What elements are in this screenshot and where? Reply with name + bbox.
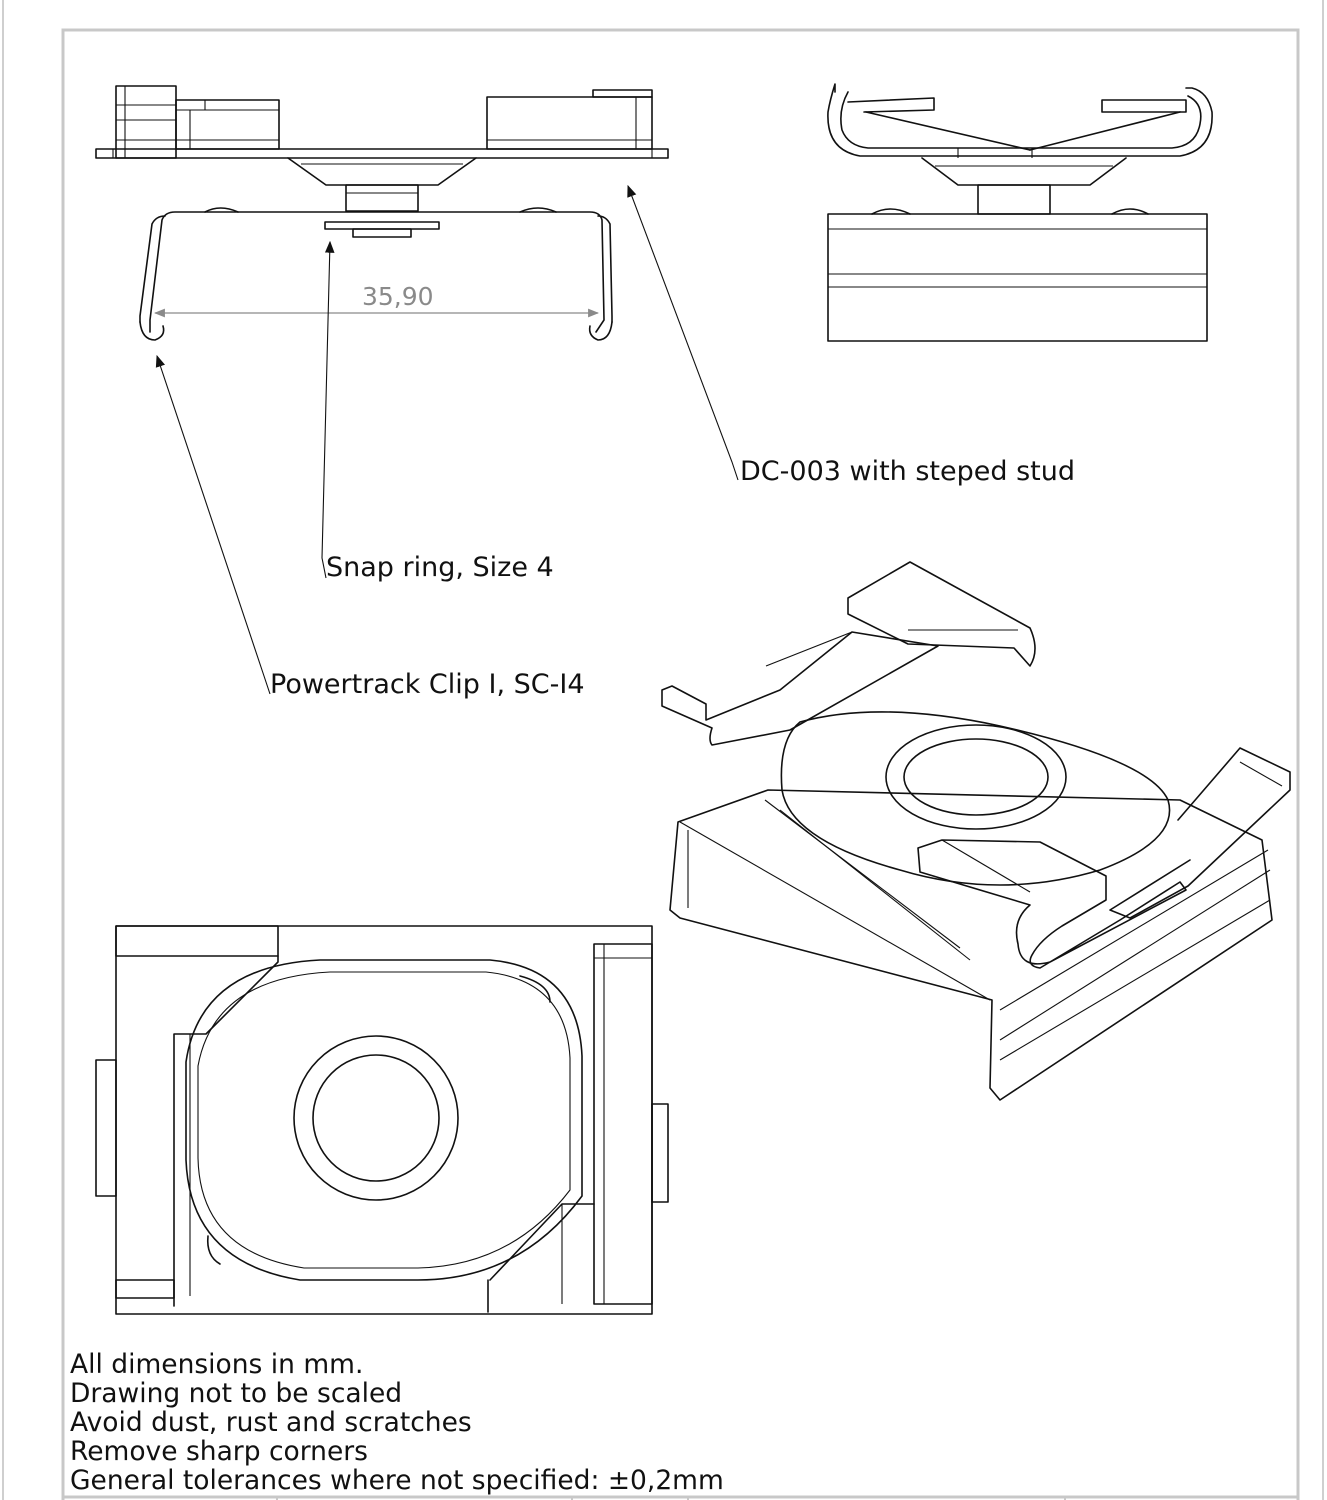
callout-snap-ring-label: Snap ring, Size 4 — [326, 552, 554, 583]
callout-clip: Powertrack Clip I, SC-I4 — [155, 354, 585, 700]
note-line: General tolerances where not specified: … — [70, 1465, 724, 1496]
general-notes: All dimensions in mm. Drawing not to be … — [70, 1349, 724, 1496]
callout-snap-ring: Snap ring, Size 4 — [321, 240, 554, 583]
note-line: Drawing not to be scaled — [70, 1378, 402, 1409]
front-view — [95, 85, 669, 341]
side-view — [827, 83, 1213, 342]
width-dimension-value: 35,90 — [362, 282, 434, 311]
callout-stud: DC-003 with steped stud — [627, 184, 1075, 487]
callout-clip-label: Powertrack Clip I, SC-I4 — [270, 669, 585, 700]
note-line: Avoid dust, rust and scratches — [70, 1407, 472, 1438]
note-line: All dimensions in mm. — [70, 1349, 363, 1380]
isometric-view — [661, 561, 1291, 1101]
note-line: Remove sharp corners — [70, 1436, 368, 1467]
top-view — [95, 925, 669, 1315]
width-dimension: 35,90 — [153, 282, 600, 318]
callout-stud-label: DC-003 with steped stud — [740, 456, 1075, 487]
